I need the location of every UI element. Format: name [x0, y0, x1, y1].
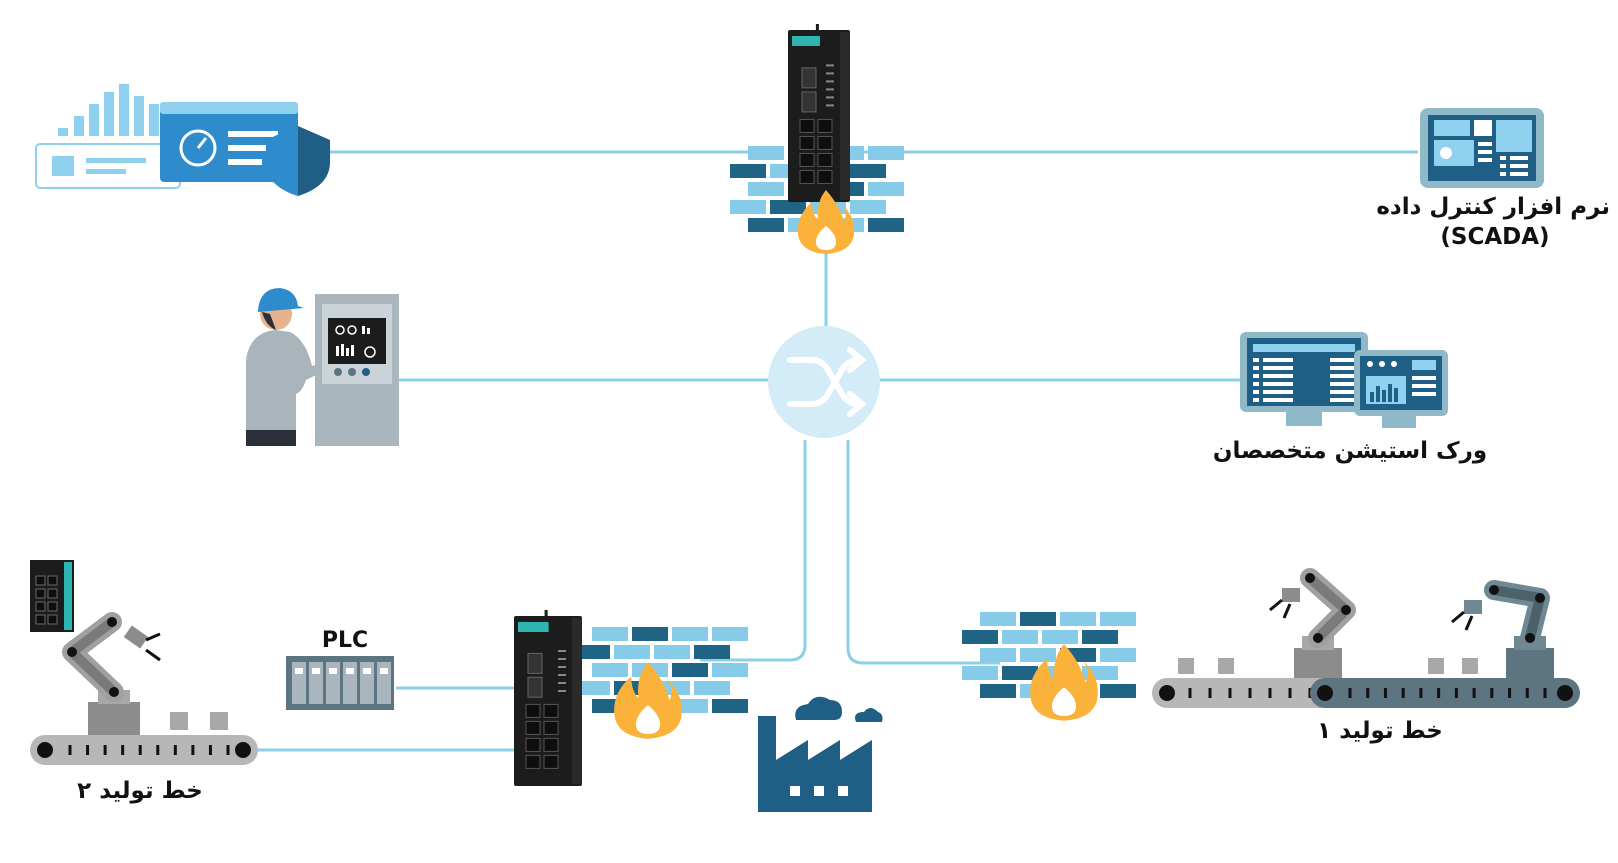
brick [712, 663, 748, 677]
brick [770, 200, 806, 214]
brick [1082, 630, 1118, 644]
link-switch-line1 [846, 440, 1000, 665]
operator-hmi-icon [246, 288, 399, 446]
brick [694, 681, 730, 695]
security-dashboard-icon [35, 84, 330, 196]
brick [1100, 648, 1136, 662]
brick [850, 200, 886, 214]
connection-lines [255, 150, 1418, 752]
brick [730, 200, 766, 214]
production-line-2-label: خط تولید ۲ [77, 778, 203, 804]
brick [592, 627, 628, 641]
link-switch-line2 [700, 440, 807, 662]
production-line-1 [1152, 568, 1580, 708]
scada-label: نرم افزار کنترل داده [1376, 194, 1610, 220]
brick [748, 218, 784, 232]
production-line-2 [30, 612, 258, 765]
robot-arm-icon-line1-a [1269, 568, 1356, 678]
cloud-icon [795, 696, 842, 720]
small-switch-device-icon [30, 560, 74, 632]
brick [1100, 684, 1136, 698]
brick [850, 164, 886, 178]
brick [748, 182, 784, 196]
plc-rack-icon [286, 656, 394, 710]
brick [1100, 612, 1136, 626]
brick [592, 663, 628, 677]
brick [868, 146, 904, 160]
brick [980, 648, 1016, 662]
brick [1002, 630, 1038, 644]
brick [654, 645, 690, 659]
scada-label-abbrev: (SCADA) [1440, 224, 1550, 250]
brick [574, 681, 610, 695]
brick [1042, 630, 1078, 644]
brick [1020, 612, 1056, 626]
network-switch-icon [768, 326, 880, 438]
brick [672, 663, 708, 677]
fire-icon-bottom-left [614, 662, 682, 739]
production-line-1-label: خط تولید ۱ [1317, 718, 1443, 744]
brick [632, 627, 668, 641]
brick [1002, 666, 1038, 680]
brick [868, 182, 904, 196]
brick [672, 627, 708, 641]
industrial-gateway-bottom [514, 610, 582, 786]
scada-monitor-icon [1420, 108, 1544, 188]
robot-arm-icon-line2 [62, 612, 161, 702]
brick [730, 164, 766, 178]
workstation-label: ورک استیشن متخصصان [1212, 438, 1488, 464]
factory-icon [758, 696, 883, 812]
operator-icon [246, 330, 322, 446]
brick [748, 146, 784, 160]
brick [694, 645, 730, 659]
brick [574, 645, 610, 659]
fire-icon-top [797, 190, 855, 254]
brick [962, 630, 998, 644]
brick [868, 218, 904, 232]
brick [712, 627, 748, 641]
brick [614, 645, 650, 659]
robot-arm-icon-line1-b [1451, 580, 1554, 678]
brick [1020, 648, 1056, 662]
fire-icon-bottom-right [1030, 644, 1098, 721]
brick [980, 612, 1016, 626]
industrial-gateway-top [788, 24, 850, 202]
brick [712, 699, 748, 713]
brick [980, 684, 1016, 698]
brick [962, 666, 998, 680]
plc-label: PLC [321, 628, 369, 653]
cloud-icon-small [855, 708, 883, 722]
brick [1060, 612, 1096, 626]
engineering-workstation-icon [1240, 332, 1448, 428]
